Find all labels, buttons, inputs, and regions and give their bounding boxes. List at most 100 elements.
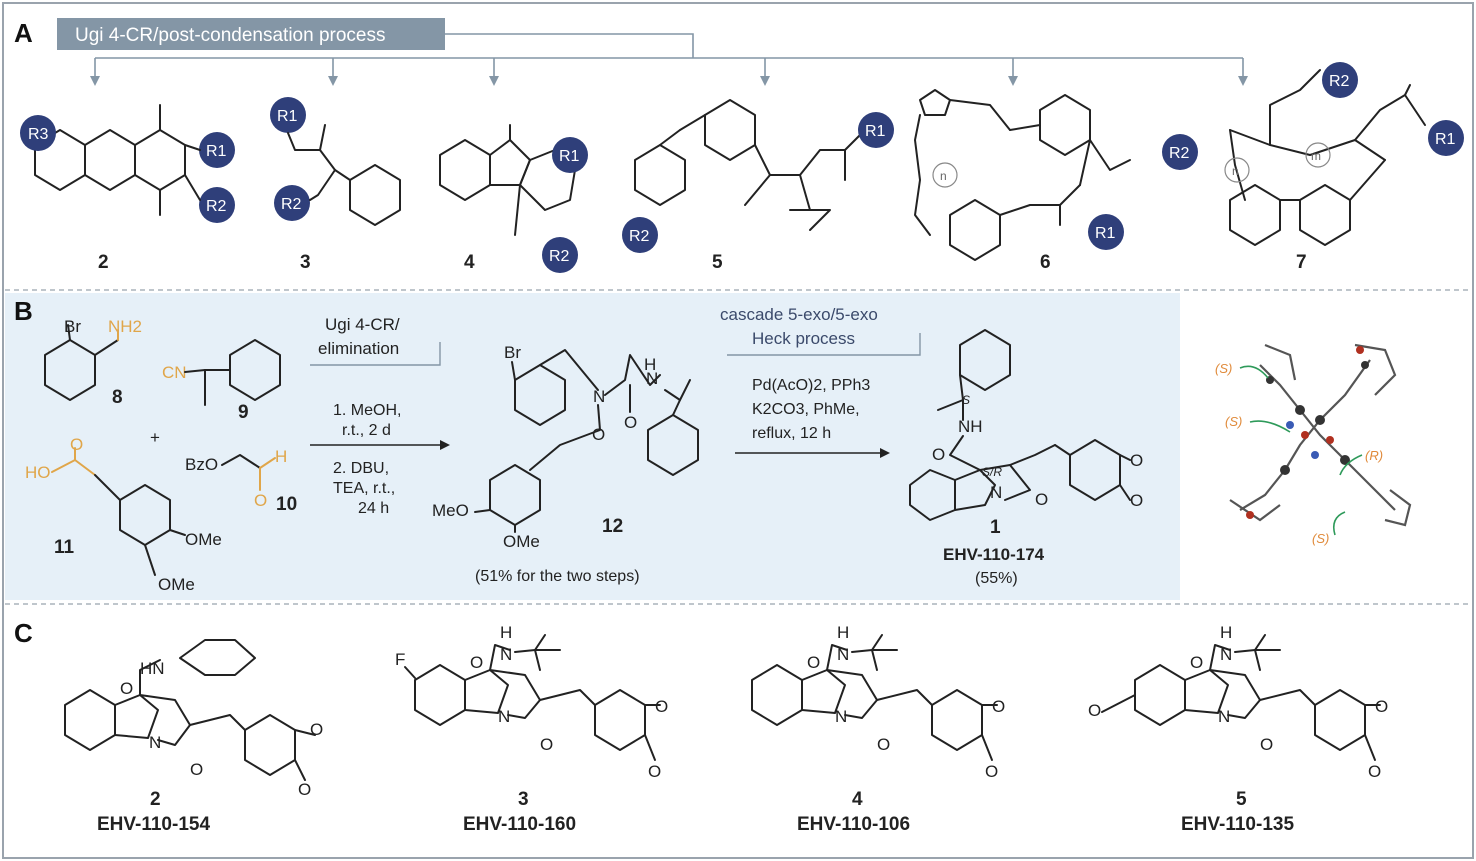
- atom-o: O: [1260, 735, 1273, 754]
- atom-n: N: [646, 369, 658, 388]
- atom-o: O: [648, 762, 661, 781]
- step-2-title: cascade 5-exo/5-exo: [720, 305, 878, 324]
- r2-text: R2: [281, 196, 302, 213]
- r1-badge: [858, 112, 894, 148]
- r1-badge: [1088, 214, 1124, 250]
- compound-a4: R1 R2 4: [439, 124, 588, 273]
- panel-b: Br NH2 8 CN 9 + BzO H O 10 H O O: [25, 305, 1412, 594]
- r1-badge: [199, 132, 235, 168]
- atom-o: O: [1190, 653, 1203, 672]
- atom-o: O: [807, 653, 820, 672]
- atom-o: O: [298, 780, 311, 799]
- atom-o: O: [992, 697, 1005, 716]
- r2-text: R2: [549, 248, 570, 265]
- atom-o: O: [1088, 701, 1101, 720]
- atom-h: H: [644, 355, 656, 374]
- atom-o: O: [1035, 490, 1048, 509]
- r1-text: R1: [559, 148, 580, 165]
- condition-line: K2CO3, PhMe,: [752, 401, 860, 418]
- compound-a4-label: 4: [464, 252, 475, 273]
- compound-c2-label: 2: [150, 789, 161, 810]
- stereo-label: (S): [1312, 531, 1329, 546]
- panel-label-a: A: [14, 18, 33, 48]
- condition-line: 2. DBU,: [333, 460, 389, 477]
- distribution-lines: [94, 33, 1244, 78]
- atom-o: O: [310, 720, 323, 739]
- compound-1-code: EHV-110-174: [943, 545, 1045, 564]
- atom-o: O: [120, 679, 133, 698]
- atom-n: N: [1218, 707, 1230, 726]
- loop-n-text: n: [940, 169, 947, 183]
- atom-o: O: [655, 697, 668, 716]
- r3-text: R3: [28, 126, 49, 143]
- condition-line: TEA, r.t.,: [333, 480, 395, 497]
- compound-12-label: 12: [602, 516, 623, 537]
- r2-badge: [622, 217, 658, 253]
- compound-c5-label: 5: [1236, 789, 1247, 810]
- r1-text: R1: [1435, 131, 1456, 148]
- compound-a5-label: 5: [712, 252, 723, 273]
- atom-n: N: [149, 733, 161, 752]
- atom-n: N: [835, 707, 847, 726]
- compound-a3-label: 3: [300, 252, 311, 273]
- compound-a6: n R2 R1 6: [914, 89, 1198, 273]
- compound-12: Br N H N O O MeO OMe 12 (51% for the two…: [432, 343, 699, 585]
- atom-o: O: [190, 760, 203, 779]
- atom-ome: OMe: [185, 530, 222, 549]
- r3-badge: [20, 115, 56, 151]
- compound-c4: N O O H N O O 4 EHV-110-106: [751, 623, 1005, 835]
- product-yield: (55%): [975, 570, 1018, 587]
- atom-f: F: [395, 650, 405, 669]
- r2-badge: [274, 185, 310, 221]
- compound-a7-label: 7: [1296, 252, 1307, 273]
- compound-a2-label: 2: [98, 252, 109, 273]
- compound-c4-label: 4: [852, 789, 863, 810]
- atom-o: O: [1368, 762, 1381, 781]
- atom-hn: HN: [140, 659, 165, 678]
- atom-h: H: [275, 447, 287, 466]
- compound-c3: F N O O H N O O 3 EHV-110-160: [395, 623, 668, 835]
- condition-line: 1. MeOH,: [333, 402, 401, 419]
- r1-text: R1: [865, 123, 886, 140]
- atom-n: N: [1220, 645, 1232, 664]
- panel-label-b: B: [14, 296, 33, 326]
- compound-8: Br NH2 8: [44, 317, 142, 408]
- compound-a3: R1 R2 3: [270, 97, 401, 273]
- atom-n: N: [498, 707, 510, 726]
- atom-n: N: [500, 645, 512, 664]
- stereo-label: S: [962, 393, 970, 407]
- atom-h: H: [837, 623, 849, 642]
- atom-o: O: [1130, 451, 1143, 470]
- plus-sign: +: [150, 428, 160, 447]
- compound-a2: R3 R1 R2 2: [20, 104, 235, 273]
- atom-o: O: [70, 435, 83, 454]
- r1-text: R1: [206, 143, 227, 160]
- atom-bzo: BzO: [185, 455, 218, 474]
- atom-o: O: [540, 735, 553, 754]
- compound-c3-label: 3: [518, 789, 529, 810]
- atom-o: O: [624, 413, 637, 432]
- r1-badge: [1428, 120, 1464, 156]
- atom-o: O: [592, 425, 605, 444]
- compound-9: CN 9: [162, 339, 281, 423]
- stereo-label: (S): [1215, 361, 1232, 376]
- step-1-title: Ugi 4-CR/: [325, 315, 400, 334]
- r1-badge: [552, 137, 588, 173]
- atom-ome: OMe: [503, 532, 540, 551]
- panel-c: N O O HN O O 2 EHV-110-154 F N O O: [64, 623, 1388, 835]
- compound-9-label: 9: [238, 402, 249, 423]
- compound-c5-code: EHV-110-135: [1181, 814, 1294, 835]
- compound-11: HO O OMe OMe 11: [25, 435, 222, 594]
- condition-line: r.t., 2 d: [342, 422, 391, 439]
- atom-o: O: [877, 735, 890, 754]
- step-2: cascade 5-exo/5-exo Heck process Pd(AcO)…: [720, 305, 921, 458]
- panel-a: Ugi 4-CR/post-condensation process: [20, 18, 1464, 273]
- compound-1-label: 1: [990, 517, 1001, 538]
- step-2-subtitle: Heck process: [752, 329, 855, 348]
- compound-11-label: 11: [54, 537, 75, 558]
- atom-nh2: NH2: [108, 317, 142, 336]
- compound-10-label: 10: [276, 494, 297, 515]
- r2-text: R2: [206, 198, 227, 215]
- condition-line: reflux, 12 h: [752, 425, 831, 442]
